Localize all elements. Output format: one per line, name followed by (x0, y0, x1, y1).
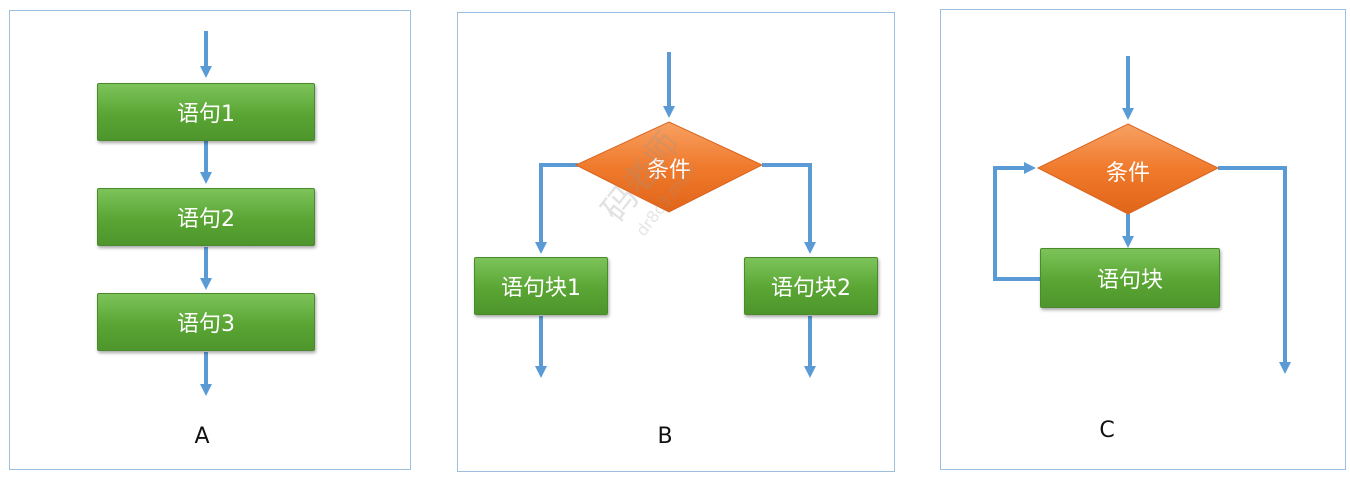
panel-b-condition-text: 条件 (646, 158, 691, 183)
arrow-c-exit (1218, 166, 1291, 374)
arrow-c-loop-back (993, 162, 1040, 281)
statement-2-text: 语句2 (177, 207, 235, 232)
panel-c-condition-text: 条件 (1105, 161, 1150, 186)
panel-c-label: C (1099, 418, 1115, 443)
arrow-b-right-branch (762, 163, 816, 254)
panel-c (940, 9, 1346, 470)
block-1-text: 语句块1 (501, 276, 581, 301)
statement-1-box: 语句1 (97, 83, 315, 141)
loop-block-box: 语句块 (1040, 248, 1220, 308)
panel-c-condition-diamond (1036, 123, 1220, 215)
statement-3-box: 语句3 (97, 293, 315, 351)
statement-3-text: 语句3 (177, 312, 235, 337)
block-1-box: 语句块1 (474, 257, 608, 315)
arrow-b-left-branch (535, 163, 578, 254)
panel-b (457, 12, 895, 472)
block-2-box: 语句块2 (744, 257, 878, 315)
panel-b-label: B (657, 424, 673, 449)
statement-1-text: 语句1 (177, 102, 235, 127)
block-2-text: 语句块2 (771, 276, 851, 301)
loop-block-text: 语句块 (1096, 268, 1163, 293)
panel-a-label: A (194, 424, 210, 449)
panel-b-condition-diamond (574, 121, 764, 213)
statement-2-box: 语句2 (97, 188, 315, 246)
